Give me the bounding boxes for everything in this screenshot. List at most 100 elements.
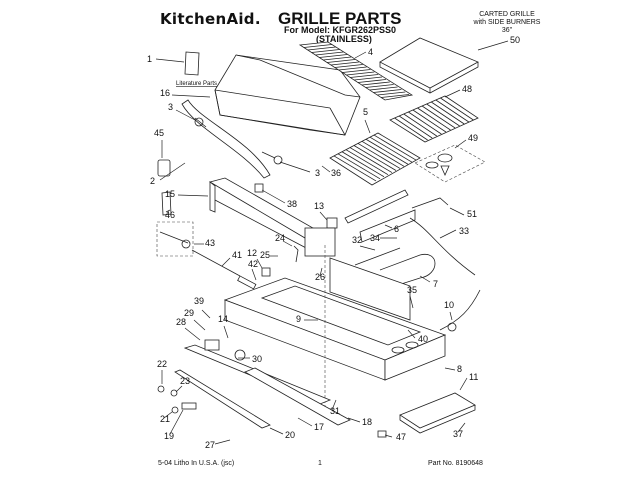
callout-19: 19 (164, 431, 174, 441)
callout-23: 23 (180, 376, 190, 386)
callout-20: 20 (285, 430, 295, 440)
rack-bar (333, 155, 377, 182)
rack-bar (307, 46, 336, 51)
side-burner-grate (389, 95, 479, 143)
rack-bar (361, 81, 390, 86)
category-line: 36" (501, 27, 513, 34)
rack-bar (350, 74, 379, 78)
leader-line (279, 161, 311, 173)
callout-45: 45 (154, 128, 164, 138)
rack-bar (357, 143, 401, 169)
rack-bar (373, 89, 402, 93)
rack-bar (357, 79, 386, 83)
leader-line (251, 268, 257, 281)
model-number: For Model: KFGR262PSS0 (284, 25, 397, 35)
callout-3: 3 (315, 168, 320, 178)
literature-label: Literature Parts (176, 81, 217, 87)
rack-bar (334, 64, 363, 68)
callout-10: 10 (444, 300, 454, 310)
leader-line (193, 319, 206, 331)
leader-line (354, 51, 367, 59)
rack-bar (354, 76, 383, 81)
callout-31: 31 (330, 406, 340, 416)
leader-line (159, 162, 186, 181)
rack-bar (338, 66, 367, 71)
callout-22: 22 (157, 359, 167, 369)
rack-bar (337, 153, 381, 180)
hood-handle (181, 99, 271, 179)
leader-line (444, 89, 461, 98)
rotisserie-rod (191, 249, 257, 290)
callout-34: 34 (370, 233, 380, 243)
control-knob (157, 159, 172, 216)
brand-logo: KitchenAid. (160, 10, 261, 28)
callout-32: 32 (352, 235, 362, 245)
callout-8: 8 (457, 364, 462, 374)
leader-line (449, 311, 453, 321)
leader-line (155, 58, 185, 63)
callout-27: 27 (205, 440, 215, 450)
callout-17: 17 (314, 422, 324, 432)
callout-5: 5 (363, 107, 368, 117)
burner-tube (354, 197, 476, 287)
firebox (223, 245, 447, 420)
rack-bar (323, 56, 352, 61)
callout-16: 16 (160, 88, 170, 98)
rack-bar (426, 103, 460, 127)
rack-bar (353, 145, 397, 171)
control-panel-bracket (208, 177, 321, 251)
rack-bar (377, 91, 406, 96)
rack-bar (365, 84, 394, 88)
leader-line (297, 417, 313, 427)
callout-24: 24 (275, 233, 285, 243)
leader-line (184, 327, 201, 341)
leader-line (261, 189, 286, 204)
leader-line (175, 385, 183, 393)
literature-parts-card: Literature Parts (176, 51, 217, 87)
leader-line (256, 258, 263, 269)
leader-line (223, 325, 229, 339)
leader-line (165, 209, 171, 213)
category-line: with SIDE BURNERS (473, 19, 541, 26)
callout-3: 3 (168, 102, 173, 112)
rack-bar (369, 136, 413, 163)
rack-bar (435, 99, 470, 123)
rack-bar (341, 151, 385, 178)
callout-25: 25 (260, 250, 270, 260)
callout-39: 39 (194, 296, 204, 306)
model-variant: (STAINLESS) (316, 34, 372, 44)
leader-line (163, 411, 173, 419)
rack-bar (421, 105, 456, 129)
side-burner-cover (379, 37, 479, 94)
callout-38: 38 (287, 199, 297, 209)
rack-bar (361, 140, 405, 167)
leader-line (477, 40, 509, 51)
leader-line (214, 439, 231, 445)
callout-13: 13 (314, 201, 324, 211)
callout-33: 33 (459, 226, 469, 236)
rack-bar (412, 109, 447, 133)
rack-bar (417, 107, 451, 131)
category-line: CARTED GRILLE (479, 11, 535, 18)
leader-line (449, 207, 465, 216)
callout-14: 14 (218, 314, 228, 324)
hinge-pin (194, 117, 283, 165)
rack-bar (365, 138, 409, 165)
leader-line (201, 309, 211, 319)
leader-line (221, 257, 231, 267)
rack-bar (398, 115, 433, 139)
callout-49: 49 (468, 133, 478, 143)
rack-bar (345, 149, 389, 176)
cooking-grate (329, 132, 421, 186)
leader-line (384, 434, 393, 438)
leader-line (384, 224, 393, 229)
page-title: GRILLE PARTS (278, 9, 402, 28)
rack-bar (330, 61, 359, 66)
callout-9: 9 (296, 314, 301, 324)
callout-36: 36 (331, 168, 341, 178)
callout-18: 18 (362, 417, 372, 427)
callout-1: 1 (147, 54, 152, 64)
leader-line (457, 422, 466, 433)
